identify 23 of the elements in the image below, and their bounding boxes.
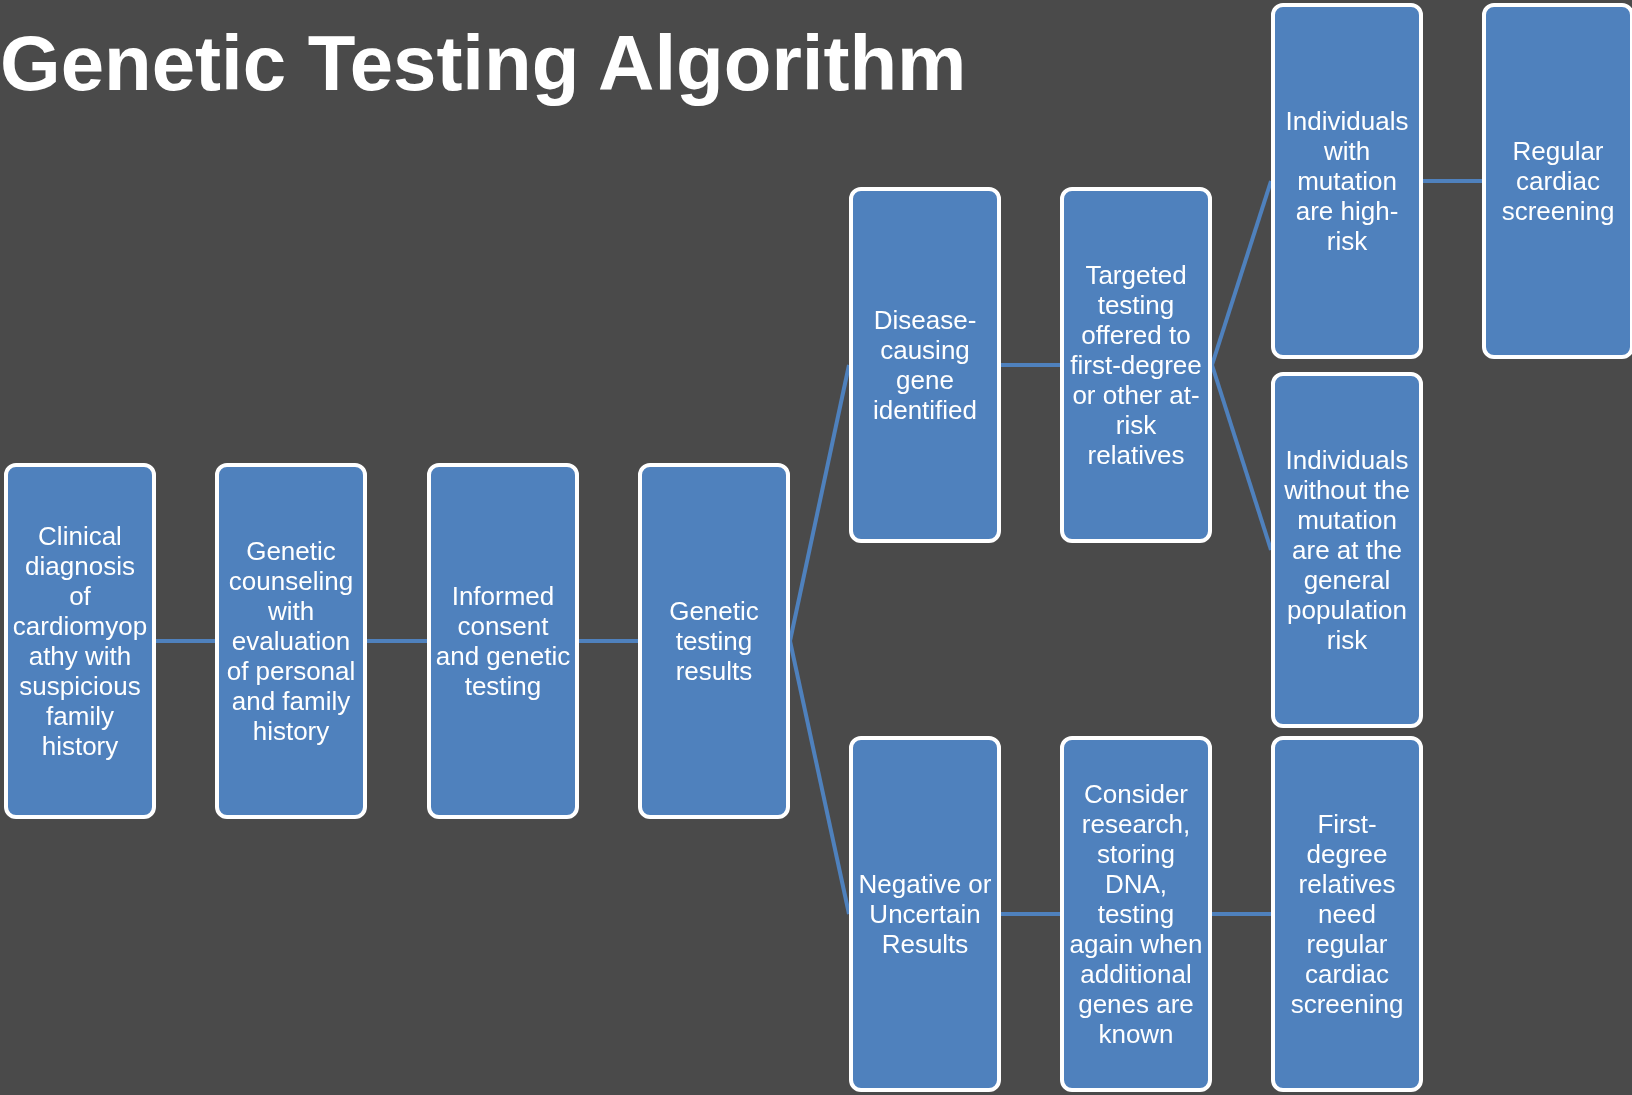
process-box: Clinical diagnosis of cardiomyopathy with suspicious family history [4, 463, 156, 819]
process-box: Regular cardiac screening [1482, 3, 1632, 359]
process-box: Individuals with mutation are high-risk [1271, 3, 1423, 359]
process-box: Genetic testing results [638, 463, 790, 819]
process-box: Individuals without the mutation are at the general population risk [1271, 372, 1423, 728]
process-box: Negative or Uncertain Results [849, 736, 1001, 1092]
process-box: First-degree relatives need regular cardiac screening [1271, 736, 1423, 1092]
process-box: Informed consent and genetic testing [427, 463, 579, 819]
connector-line [579, 639, 638, 643]
connector-line [1423, 179, 1482, 183]
process-box: Consider research, storing DNA, testing again when additional genes are known [1060, 736, 1212, 1092]
connector-line [367, 639, 427, 643]
process-box: Genetic counseling with evaluation of personal and family history [215, 463, 367, 819]
connector-line [788, 640, 851, 915]
connector-line [1210, 364, 1273, 551]
process-box: Disease-causing gene identified [849, 187, 1001, 543]
connector-line [1001, 363, 1060, 367]
connector-line [1210, 180, 1273, 366]
process-box: Targeted testing offered to first-degree or other at-risk relatives [1060, 187, 1212, 543]
connector-line [1212, 912, 1271, 916]
connector-line [1001, 912, 1060, 916]
connector-line [788, 364, 851, 642]
connector-line [156, 639, 215, 643]
